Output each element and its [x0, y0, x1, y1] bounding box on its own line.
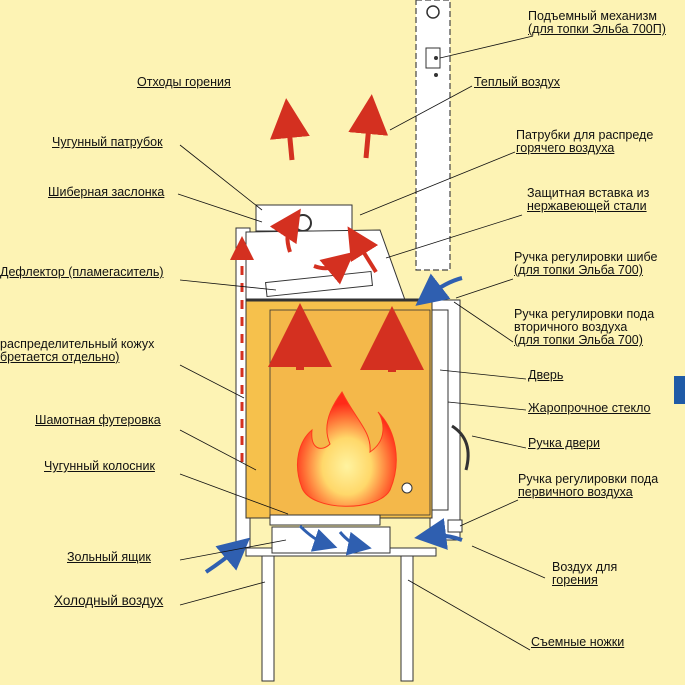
- label-door-handle-line1: Ручка двери: [528, 436, 600, 450]
- label-glass: Жаропрочное стекло: [528, 402, 651, 415]
- brand-badge: [674, 376, 685, 404]
- label-primary-air-handle-line1: Ручка регулировки пода: [518, 472, 659, 486]
- label-secondary-air-handle: Ручка регулировки пода вторичного воздух…: [514, 308, 654, 347]
- label-damper: Шиберная заслонка: [48, 186, 164, 199]
- label-cast-pipe-line1: Чугунный патрубок: [52, 135, 163, 149]
- hot-air-arrows: [230, 94, 424, 462]
- legs: [261, 555, 414, 682]
- label-warm-air-line1: Теплый воздух: [474, 75, 560, 89]
- label-deflector-line1: Дефлектор (пламегаситель): [0, 265, 164, 279]
- label-chamotte: Шамотная футеровка: [35, 414, 161, 427]
- label-legs-line1: Съемные ножки: [531, 635, 625, 649]
- label-grate: Чугунный колосник: [44, 460, 155, 473]
- label-combustion-air-line1: Воздух для: [552, 560, 618, 574]
- label-door-line1: Дверь: [528, 368, 564, 382]
- label-secondary-air-handle-line1: Ручка регулировки пода: [514, 307, 655, 321]
- label-primary-air-handle-line2: первичного воздуха: [518, 485, 633, 499]
- label-door-handle: Ручка двери: [528, 437, 600, 450]
- label-distribution-pipes: Патрубки для распреде горячего воздуха: [516, 129, 653, 155]
- label-combustion-waste: Отходы горения: [137, 76, 231, 89]
- label-glass-line1: Жаропрочное стекло: [528, 401, 651, 415]
- label-ash-box: Зольный ящик: [67, 551, 151, 564]
- door-glass: [431, 309, 470, 511]
- label-stainless-insert-line2: нержавеющей стали: [527, 199, 647, 213]
- label-secondary-air-handle-line2: вторичного воздуха: [514, 320, 628, 334]
- label-lift: Подъемный механизм (для топки Эльба 700П…: [528, 10, 666, 36]
- label-primary-air-handle: Ручка регулировки пода первичного воздух…: [518, 473, 658, 499]
- label-damper-line1: Шиберная заслонка: [48, 185, 165, 199]
- label-distribution-pipes-line1: Патрубки для распреде: [516, 128, 654, 142]
- label-casing-line1: распределительный кожух: [0, 337, 155, 351]
- label-deflector: Дефлектор (пламегаситель): [0, 266, 164, 279]
- label-stainless-insert-line1: Защитная вставка из: [527, 186, 650, 200]
- top-body: [245, 204, 406, 301]
- label-cold-air-line1: Холодный воздух: [54, 593, 164, 608]
- cold-air-arrows: [204, 273, 463, 574]
- label-gate-handle: Ручка регулировки шибе (для топки Эльба …: [514, 251, 657, 277]
- lift-column: [415, 0, 451, 271]
- flame: [296, 391, 397, 507]
- label-distribution-pipes-line2: горячего воздуха: [516, 141, 615, 155]
- label-stainless-insert: Защитная вставка из нержавеющей стали: [527, 187, 649, 213]
- leader-lines: [177, 35, 546, 651]
- label-secondary-air-handle-line3: (для топки Эльба 700): [514, 333, 643, 347]
- label-combustion-air: Воздух для горения: [552, 561, 617, 587]
- label-grate-line1: Чугунный колосник: [44, 459, 155, 473]
- label-chamotte-line1: Шамотная футеровка: [35, 413, 161, 427]
- label-gate-handle-line2: (для топки Эльба 700): [514, 263, 643, 277]
- label-warm-air: Теплый воздух: [474, 76, 560, 89]
- label-lift-line1: Подъемный механизм: [528, 9, 657, 23]
- label-combustion-waste-line1: Отходы горения: [137, 75, 231, 89]
- label-combustion-air-line2: горения: [552, 573, 598, 587]
- label-casing-line2: бретается отдельно): [0, 350, 120, 364]
- label-cast-pipe: Чугунный патрубок: [52, 136, 163, 149]
- label-casing: распределительный кожух бретается отдель…: [0, 338, 154, 364]
- label-gate-handle-line1: Ручка регулировки шибе: [514, 250, 658, 264]
- label-door: Дверь: [528, 369, 563, 382]
- label-lift-line2: (для топки Эльба 700П): [528, 22, 666, 36]
- label-ash-box-line1: Зольный ящик: [67, 550, 151, 564]
- label-cold-air: Холодный воздух: [54, 593, 164, 608]
- label-legs: Съемные ножки: [531, 636, 624, 649]
